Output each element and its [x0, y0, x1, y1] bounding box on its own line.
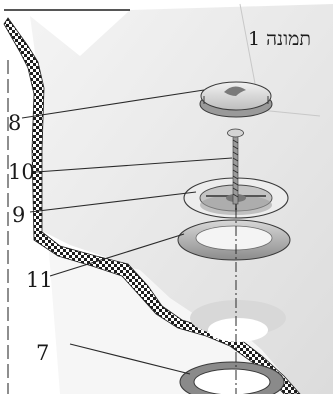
drain-hole: [208, 318, 268, 342]
basin-rim-section: [3, 17, 301, 394]
leader-10: [35, 157, 233, 173]
figure-title: תמונה 1: [248, 28, 311, 50]
leader-7: [69, 343, 191, 375]
callout-8: 8: [8, 111, 22, 135]
leader-8: [21, 89, 205, 119]
part-7-lower-ring: [179, 361, 285, 394]
leader-9: [29, 191, 197, 213]
part-10-screw: [227, 128, 244, 205]
callout-11: 11: [26, 268, 53, 292]
callout-9: 9: [12, 203, 26, 227]
leader-lines: [21, 89, 233, 375]
callout-7: 7: [36, 341, 50, 365]
callout-10: 10: [8, 160, 35, 184]
part-8-cap: [199, 81, 273, 118]
part-11-gasket: [177, 219, 291, 261]
leader-11: [49, 233, 185, 277]
